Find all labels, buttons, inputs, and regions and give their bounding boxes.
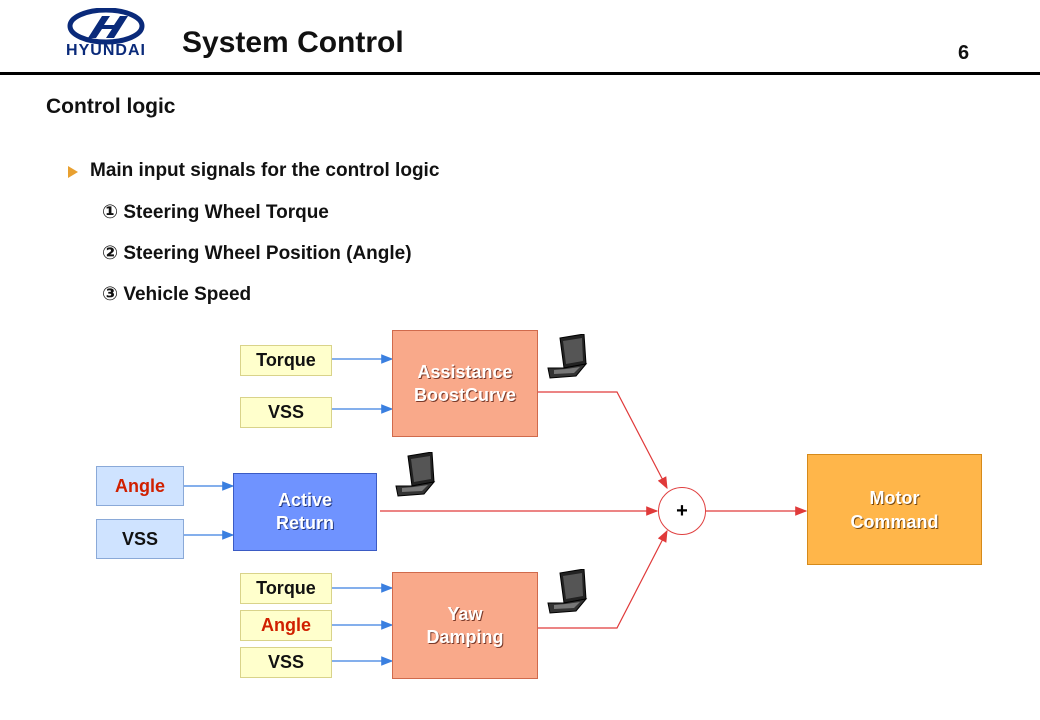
list-item: ② Steering Wheel Position (Angle) [102, 243, 412, 264]
bullet-text: Main input signals for the control logic [90, 160, 440, 181]
laptop-icon [547, 569, 588, 614]
block-label: Active [277, 490, 333, 510]
header-divider [0, 72, 1040, 75]
input-torque-assist: Torque [240, 345, 332, 376]
logo-wordmark: HYUNDAI [66, 42, 146, 59]
input-angle-active: Angle [96, 466, 184, 506]
laptop-icon [395, 452, 436, 497]
motor-command-block: Motor Command [807, 454, 982, 565]
input-vss-yaw: VSS [240, 647, 332, 678]
block-label: Command [850, 511, 939, 532]
input-torque-yaw: Torque [240, 573, 332, 604]
input-angle-yaw: Angle [240, 610, 332, 641]
hyundai-logo-icon [67, 8, 145, 45]
yaw-damping-block: Yaw Damping [392, 572, 538, 679]
assistance-boost-curve-block: Assistance BoostCurve [392, 330, 538, 437]
summing-junction: + [658, 487, 706, 535]
block-label: Motor [869, 487, 920, 508]
input-vss-assist: VSS [240, 397, 332, 428]
page-title: System Control [182, 26, 404, 59]
block-label: BoostCurve [413, 384, 516, 405]
input-vss-active: VSS [96, 519, 184, 559]
bullet-arrow-icon [68, 166, 78, 178]
list-item: ① Steering Wheel Torque [102, 202, 329, 223]
block-label: Yaw [447, 603, 483, 624]
section-title: Control logic [46, 95, 176, 118]
page-number: 6 [958, 42, 970, 64]
block-label: Assistance [417, 361, 513, 382]
laptop-icon [547, 334, 588, 379]
block-label: Return [276, 513, 334, 533]
wire-yaw-sum [538, 529, 668, 629]
wire-assist-sum [538, 391, 668, 490]
list-item: ③ Vehicle Speed [102, 284, 252, 305]
block-label: Damping [426, 626, 504, 647]
active-return-block: Active Return [233, 473, 377, 551]
